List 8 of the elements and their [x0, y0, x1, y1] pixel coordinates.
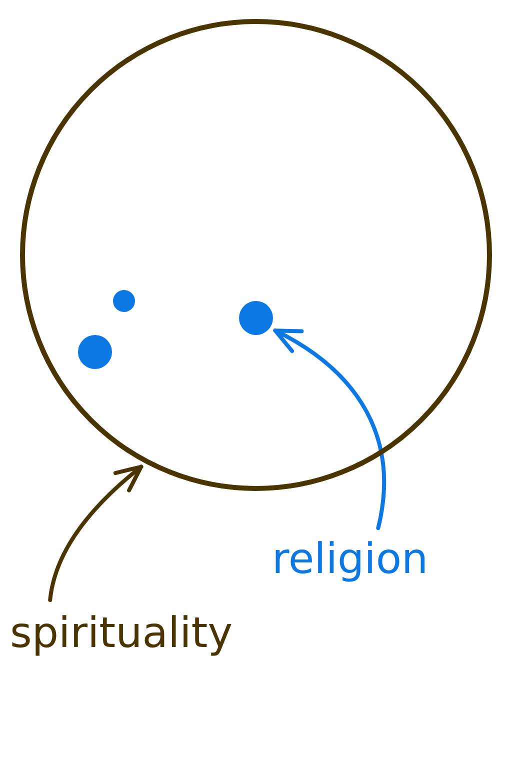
leader-arrow [273, 328, 386, 530]
dot-marker [239, 301, 273, 335]
callout-label: religion [272, 536, 428, 582]
dot-marker [113, 290, 135, 312]
leader-arrow [48, 464, 144, 602]
dot-marker [78, 335, 112, 369]
callout-label: spirituality [10, 610, 233, 656]
circle-outline [20, 19, 492, 491]
